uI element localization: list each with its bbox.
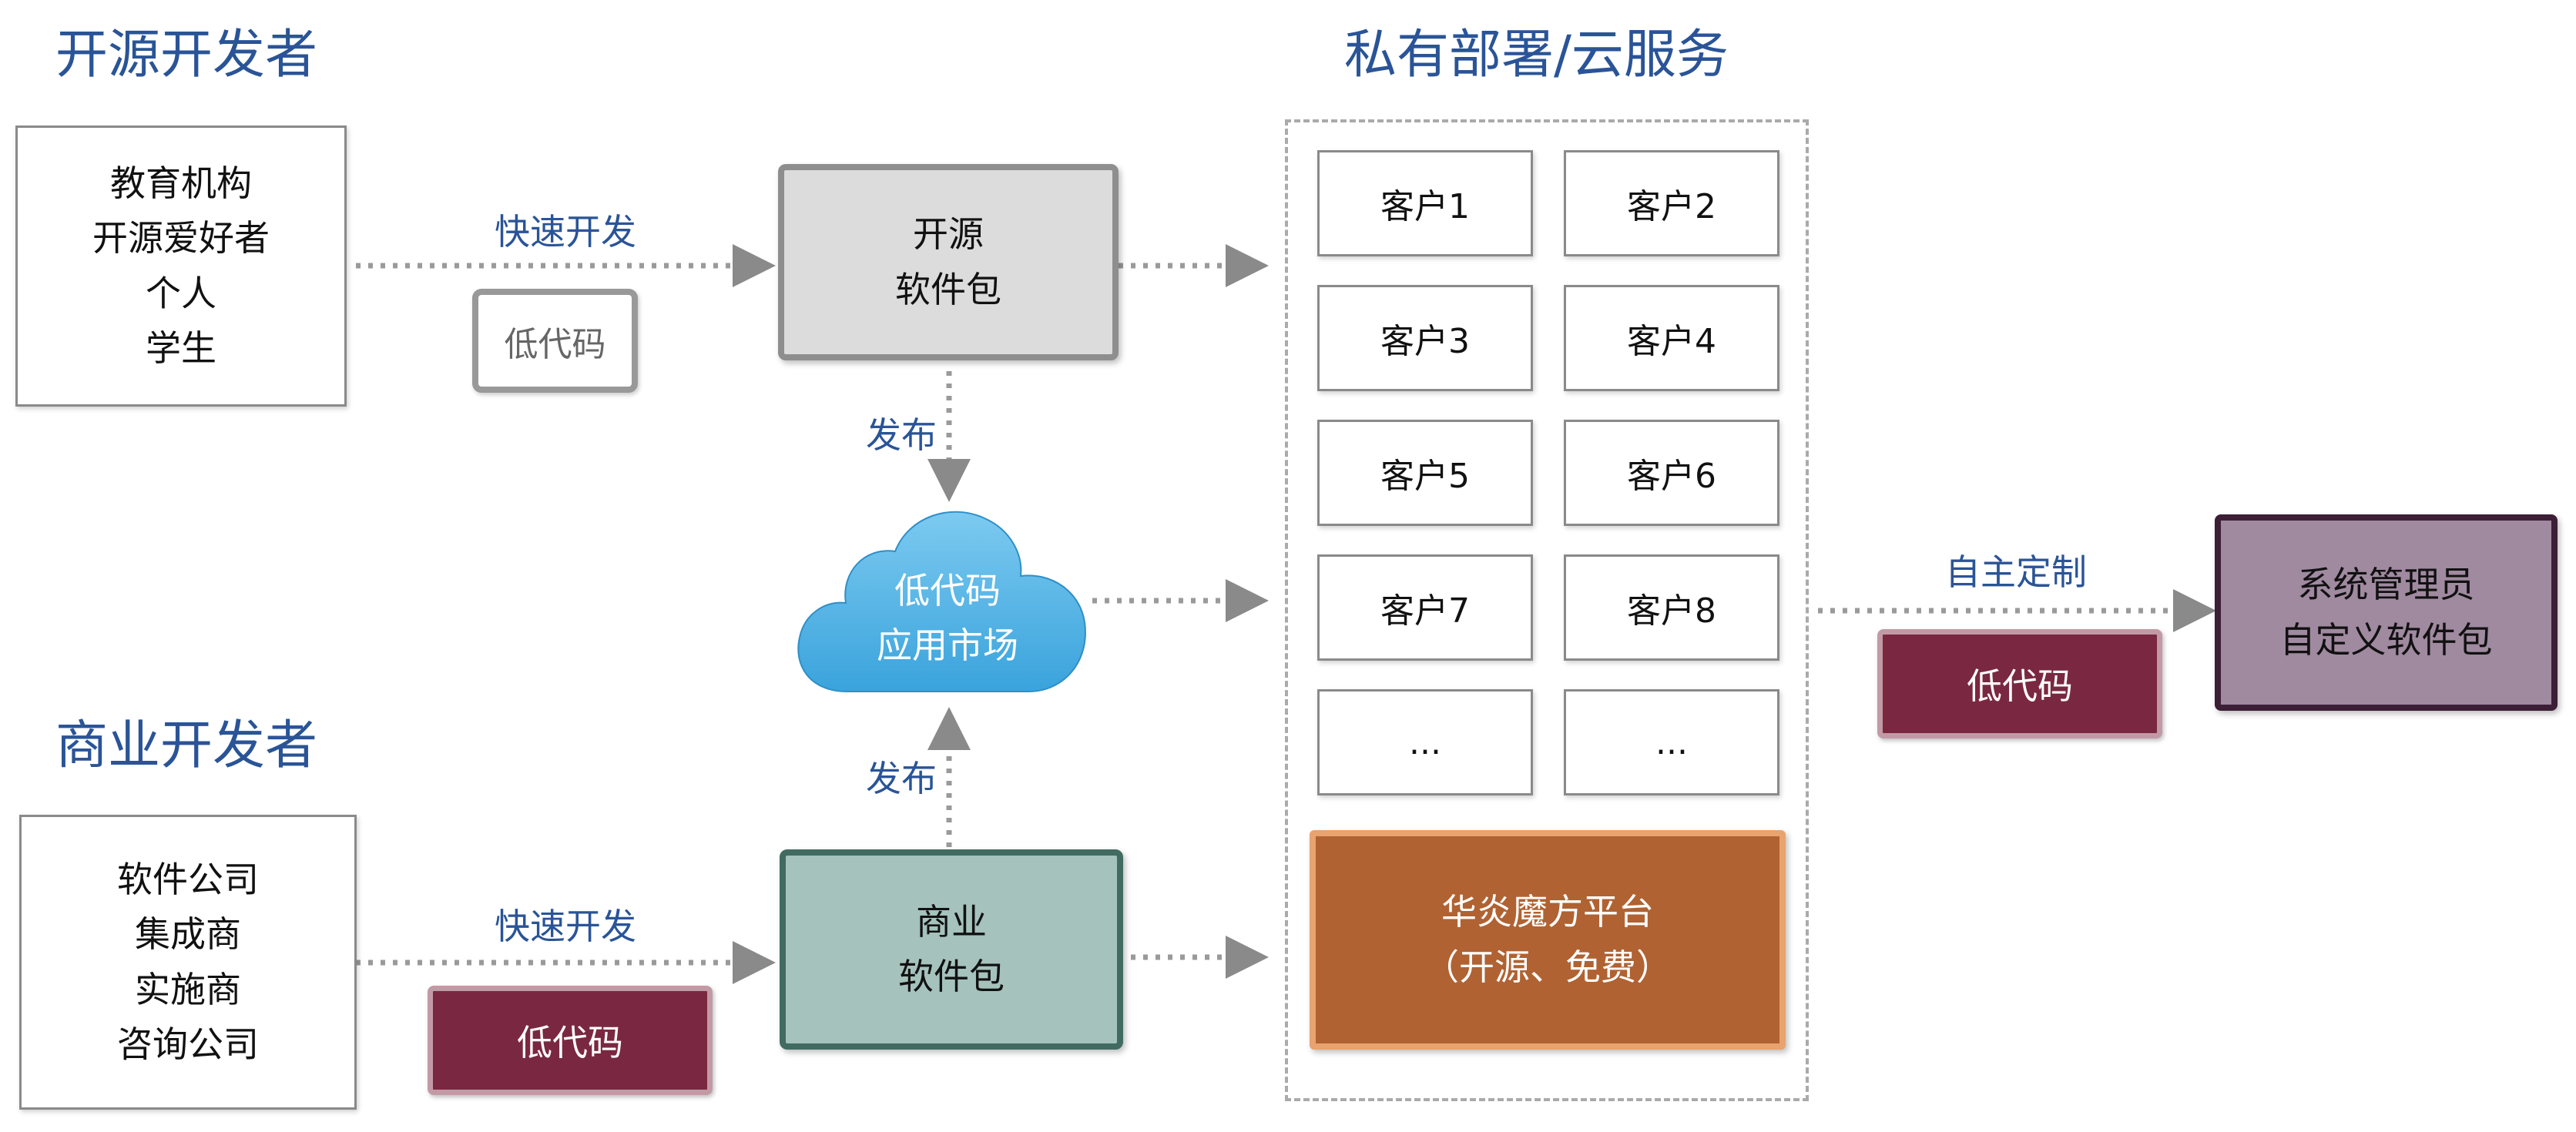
- market-label: 低代码 应用市场: [793, 545, 1102, 692]
- client-box: 客户1: [1317, 150, 1533, 256]
- biz-dev-item: 集成商: [135, 913, 241, 956]
- client-box: 客户4: [1564, 285, 1779, 391]
- admin-line: 自定义软件包: [2279, 618, 2493, 661]
- open-dev-item: 学生: [146, 327, 216, 369]
- cloud-icon: [797, 511, 1086, 692]
- open-source-package: 开源 软件包: [778, 164, 1119, 360]
- label-publish-top: 发布: [866, 414, 937, 456]
- open-dev-item: 教育机构: [110, 162, 252, 204]
- open-dev-item: 开源爱好者: [92, 217, 270, 260]
- client-box: ...: [1317, 689, 1533, 795]
- client-box: 客户2: [1564, 150, 1779, 256]
- client-box: 客户7: [1317, 554, 1533, 661]
- lowcode-tag-business: 低代码: [428, 986, 713, 1095]
- label-customize: 自主定制: [1945, 551, 2087, 593]
- label-fast-dev-top: 快速开发: [495, 211, 636, 253]
- private-deploy-container: [1285, 119, 1809, 1101]
- open-pkg-line: 开源: [913, 213, 984, 256]
- biz-pkg-line: 软件包: [898, 956, 1005, 997]
- platform-line: （开源、免费）: [1424, 946, 1672, 988]
- market-line: 低代码: [894, 569, 1001, 611]
- lowcode-app-market: 低代码 应用市场: [793, 499, 1102, 699]
- heading-open-developers: 开源开发者: [55, 25, 318, 85]
- open-dev-item: 个人: [146, 272, 216, 314]
- biz-dev-item: 实施商: [135, 968, 241, 1010]
- admin-line: 系统管理员: [2297, 564, 2475, 606]
- business-package: 商业 软件包: [780, 849, 1123, 1050]
- market-line: 应用市场: [877, 625, 1018, 666]
- client-box: 客户3: [1317, 285, 1533, 391]
- biz-dev-item: 咨询公司: [117, 1023, 259, 1065]
- open-pkg-line: 软件包: [895, 268, 1001, 310]
- client-box: ...: [1564, 689, 1779, 795]
- admin-custom-package: 系统管理员 自定义软件包: [2215, 514, 2558, 711]
- lowcode-tag-open: 低代码: [472, 289, 638, 393]
- label-fast-dev-bottom: 快速开发: [495, 906, 636, 947]
- client-box: 客户6: [1564, 420, 1779, 526]
- biz-pkg-line: 商业: [916, 900, 987, 943]
- huayan-platform: 华炎魔方平台 （开源、免费）: [1310, 830, 1786, 1050]
- heading-business-developers: 商业开发者: [55, 715, 318, 776]
- platform-line: 华炎魔方平台: [1441, 891, 1654, 933]
- business-developers-box: 软件公司 集成商 实施商 咨询公司: [19, 815, 357, 1110]
- lowcode-tag-customize: 低代码: [1877, 629, 2162, 738]
- open-developers-box: 教育机构 开源爱好者 个人 学生: [15, 126, 347, 407]
- client-box: 客户8: [1564, 554, 1779, 661]
- client-box: 客户5: [1317, 420, 1533, 526]
- biz-dev-item: 软件公司: [117, 858, 259, 900]
- heading-private-deploy: 私有部署/云服务: [1344, 25, 1729, 85]
- label-publish-bottom: 发布: [866, 758, 937, 799]
